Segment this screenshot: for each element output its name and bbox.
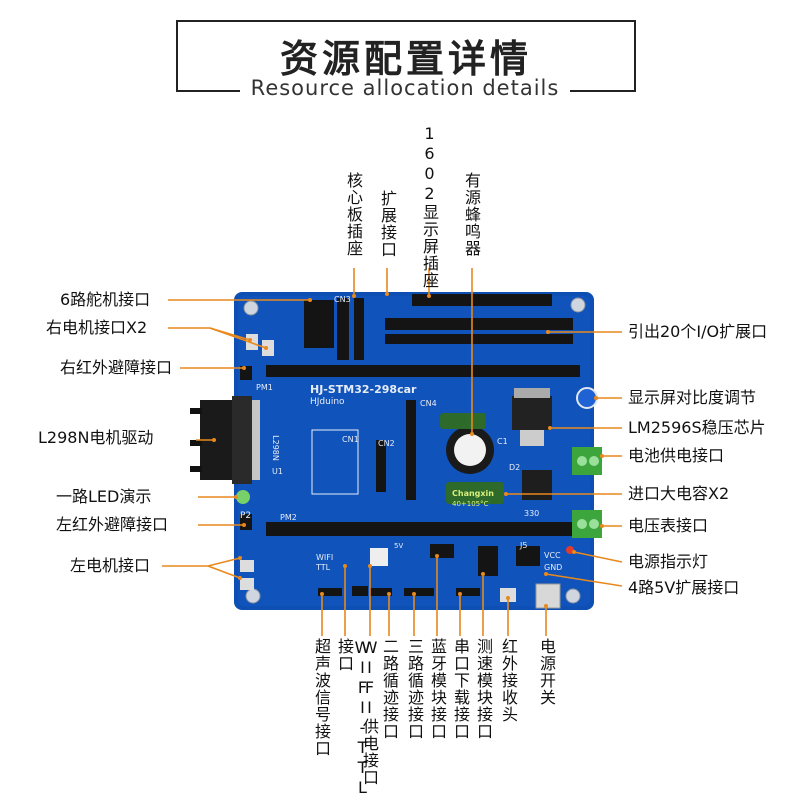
cn1-block: [311, 429, 359, 495]
l298n-heatsink: [190, 396, 252, 484]
wifi-header: [352, 586, 368, 596]
silk-d2: D2: [509, 463, 521, 472]
capacitor-2: [446, 482, 504, 504]
silk-5v: 5V: [394, 542, 404, 550]
label-power-switch: 电源开关: [537, 638, 556, 706]
track3-header: [404, 588, 434, 596]
silk-l298n: L298N: [270, 435, 280, 461]
capacitor-1: [440, 413, 486, 429]
silk-cn4: CN4: [420, 399, 437, 408]
mount-hole: [570, 297, 586, 313]
label-contrast: 显示屏对比度调节: [628, 388, 757, 407]
label-ext-port: 扩展接口: [378, 190, 397, 258]
l298n-chip-pins: [252, 400, 260, 480]
cn3-column-2: [354, 298, 364, 360]
ir-receiver: [500, 588, 516, 602]
label-servo: 6路舵机接口: [60, 290, 151, 309]
label-lm2596: LM2596S稳压芯片: [628, 418, 766, 437]
label-left-ir: 左红外避障接口: [56, 515, 169, 534]
mount-hole: [565, 588, 581, 604]
silk-330: 330: [524, 509, 540, 518]
speed-header: [478, 546, 498, 576]
label-voltmeter: 电压表接口: [628, 516, 709, 535]
label-bigcap: 进口大电容X2: [628, 484, 730, 503]
silk-pm1: PM1: [256, 383, 273, 392]
label-track3: 三路循迹接口: [405, 638, 424, 740]
label-buzzer: 有源蜂鸣器: [462, 172, 481, 257]
core-socket-bottom: [266, 522, 580, 536]
silk-cn2: CN2: [378, 439, 395, 448]
label-core-socket: 核心板插座: [344, 172, 363, 257]
label-l298n: L298N电机驱动: [38, 428, 154, 447]
right-ir-connector: [240, 366, 252, 380]
left-motor-connector-2: [240, 578, 254, 590]
lm2596-chip: [512, 396, 552, 430]
silk-p2: P2: [240, 511, 252, 521]
lm2596-tab: [514, 388, 550, 398]
5v-header: [516, 546, 540, 566]
silk-cn1: CN1: [342, 435, 359, 444]
lm2596-pins: [520, 430, 544, 446]
mount-hole: [243, 300, 259, 316]
lcd-header: [412, 294, 552, 306]
label-wifi-power: WIFI供电接口: [360, 638, 379, 786]
buzzer-label: [454, 434, 486, 466]
left-motor-connector: [240, 560, 254, 572]
label-right-motor: 右电机接口X2: [46, 318, 148, 337]
power-led: [566, 546, 574, 554]
silk-pm2: PM2: [280, 513, 297, 522]
power-switch: [535, 583, 561, 609]
label-ir-rx: 红外接收头: [499, 638, 518, 723]
label-left-motor: 左电机接口: [70, 556, 151, 575]
led-demo: [236, 490, 250, 504]
right-motor-connector-2: [262, 340, 274, 356]
label-lcd1602: 1602显示屏插座: [420, 124, 439, 289]
label-bluetooth: 蓝牙模块接口: [428, 638, 447, 740]
label-speed: 测速模块接口: [474, 638, 493, 740]
io-header-top-2: [385, 334, 573, 344]
label-led: 一路LED演示: [56, 487, 152, 506]
cn3-column: [337, 298, 349, 360]
cn4-header: [406, 400, 416, 500]
cap-rating: 40+105°C: [452, 500, 489, 508]
label-power-led: 电源指示灯: [628, 552, 709, 571]
label-ultrasonic: 超声波信号接口: [312, 638, 331, 757]
label-io-ext: 引出20个I/O扩展口: [628, 322, 768, 341]
label-battery: 电池供电接口: [628, 446, 725, 465]
silk-u1: U1: [272, 467, 283, 476]
serial-header: [456, 588, 480, 596]
label-right-ir: 右红外避障接口: [60, 358, 173, 377]
wifi-power-connector: [370, 548, 388, 566]
silk-j5: J5: [520, 541, 528, 550]
cap-brand: Changxin: [452, 489, 494, 498]
label-ext5v: 4路5V扩展接口: [628, 578, 740, 597]
right-motor-connector: [246, 334, 258, 350]
title-cn: 资源配置详情: [279, 36, 532, 81]
label-track2: 二路循迹接口: [380, 638, 399, 740]
core-socket-top: [266, 365, 580, 377]
board-brand: HJduino: [310, 397, 345, 407]
servo-header: [304, 300, 334, 348]
silk-gnd: GND: [544, 563, 563, 572]
contrast-trimmer: [576, 387, 598, 409]
track2-header: [370, 588, 392, 596]
mount-hole: [245, 588, 261, 604]
silk-c1: C1: [497, 437, 508, 446]
title-en: Resource allocation details: [240, 76, 570, 100]
ultrasonic-header: [318, 588, 342, 596]
silk-cn3: CN3: [334, 295, 351, 304]
cn2-header: [376, 440, 386, 492]
silk-wifi: WIFI: [316, 553, 334, 562]
bluetooth-header: [430, 544, 454, 558]
silk-vcc: VCC: [544, 551, 561, 560]
label-serial: 串口下载接口: [451, 638, 470, 740]
silk-ttl: TTL: [316, 563, 331, 572]
inductor: [522, 470, 552, 500]
board-name: HJ-STM32-298car: [310, 383, 417, 396]
io-header-top: [385, 318, 573, 330]
label-wifi-ttl: WIFI-TTL接口: [335, 638, 372, 798]
